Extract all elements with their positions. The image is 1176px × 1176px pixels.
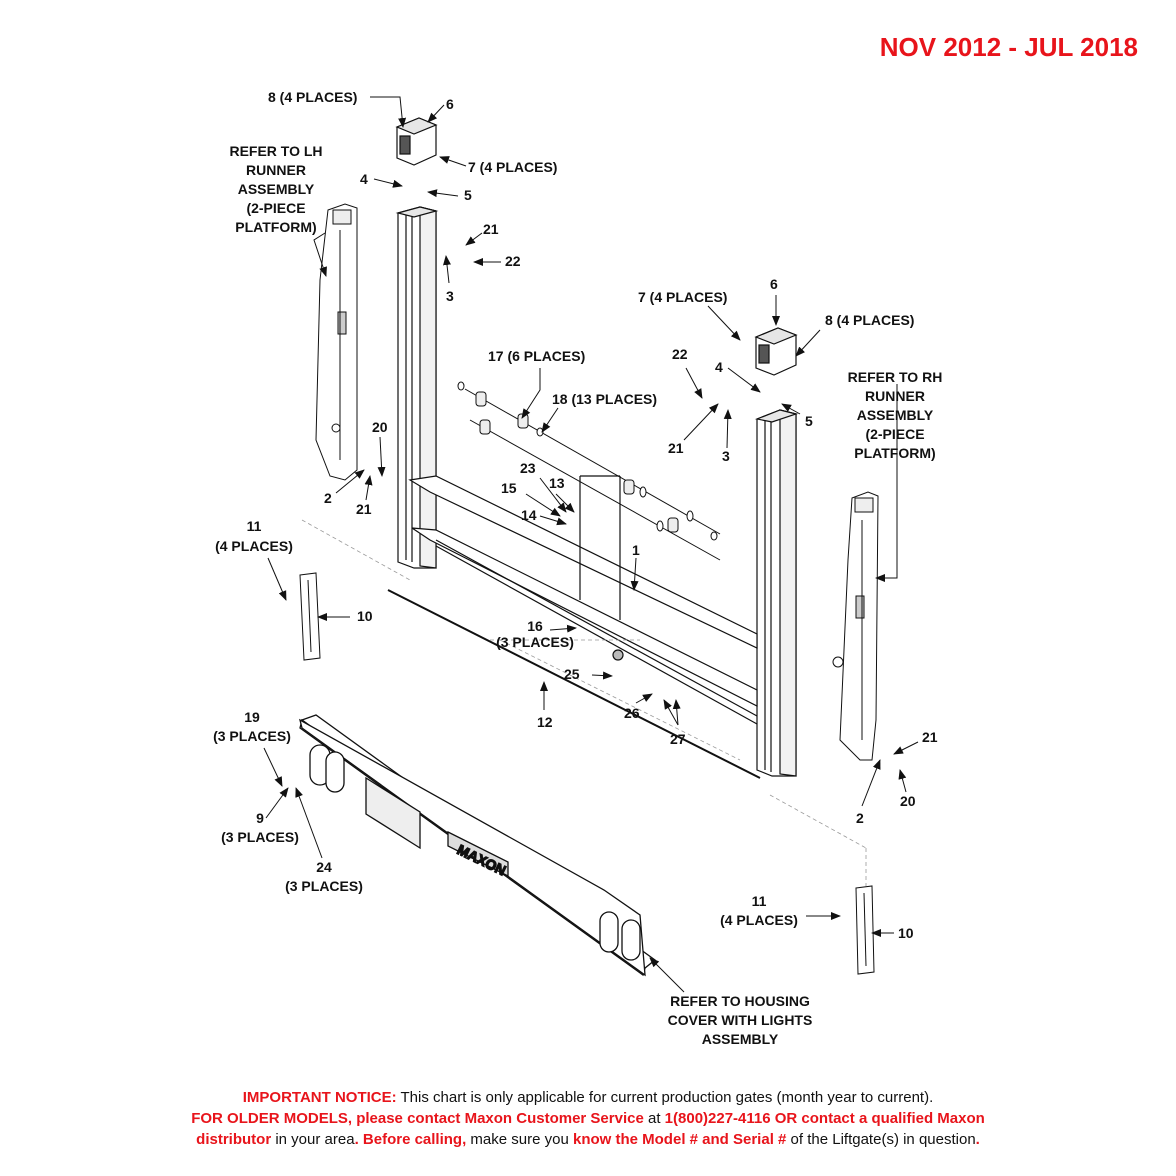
- top-cap-left: [395, 117, 438, 166]
- rh-runner-assembly: [832, 491, 879, 761]
- callout-12: 12: [537, 714, 553, 730]
- callout-19: 19 (3 PLACES): [213, 709, 291, 744]
- svg-text:REFER TO LH: REFER TO LH: [229, 143, 322, 159]
- svg-text:COVER WITH LIGHTS: COVER WITH LIGHTS: [668, 1012, 813, 1028]
- svg-text:ASSEMBLY: ASSEMBLY: [238, 181, 315, 197]
- svg-text:11: 11: [752, 893, 767, 909]
- right-upright-post: [754, 409, 799, 777]
- callout-5-top: 5: [464, 187, 472, 203]
- callout-20-bottom: 20: [900, 793, 916, 809]
- reference-lines: [301, 519, 867, 886]
- svg-text:24: 24: [316, 859, 332, 875]
- lh-runner-note: REFER TO LH RUNNER ASSEMBLY (2-PIECE PLA…: [229, 143, 322, 235]
- top-cap-right: [754, 327, 798, 376]
- date-range: NOV 2012 - JUL 2018: [879, 32, 1138, 62]
- callout-3-top: 3: [446, 288, 454, 304]
- callout-15: 15: [501, 480, 517, 496]
- callout-11-right: 11 (4 PLACES): [720, 893, 798, 928]
- notice-line-1: IMPORTANT NOTICE: This chart is only app…: [242, 1089, 934, 1106]
- housing-cover: MAXON: [299, 714, 657, 977]
- leader-lines: [263, 96, 919, 993]
- svg-text:REFER TO RH: REFER TO RH: [848, 369, 943, 385]
- callout-25: 25: [564, 666, 580, 682]
- callout-9: 9 (3 PLACES): [221, 810, 299, 845]
- callout-22-top: 22: [505, 253, 521, 269]
- callout-2-left: 2: [324, 490, 332, 506]
- svg-text:(4 PLACES): (4 PLACES): [720, 912, 798, 928]
- svg-text:(3 PLACES): (3 PLACES): [496, 634, 574, 650]
- svg-text:ASSEMBLY: ASSEMBLY: [857, 407, 934, 423]
- callout-17: 17 (6 PLACES): [488, 348, 585, 364]
- rh-runner-note: REFER TO RH RUNNER ASSEMBLY (2-PIECE PLA…: [848, 369, 943, 461]
- callout-18: 18 (13 PLACES): [552, 391, 657, 407]
- callout-21-bottom: 21: [922, 729, 938, 745]
- callout-21-top: 21: [483, 221, 499, 237]
- callout-3-right: 3: [722, 448, 730, 464]
- callout-27: 27: [670, 731, 686, 747]
- callout-10-right: 10: [898, 925, 914, 941]
- callout-8-right: 8 (4 PLACES): [825, 312, 914, 328]
- callout-10-left: 10: [357, 608, 373, 624]
- plate-right: [855, 885, 875, 975]
- svg-text:REFER TO HOUSING: REFER TO HOUSING: [670, 993, 810, 1009]
- svg-text:9: 9: [256, 810, 264, 826]
- callout-8-top: 8 (4 PLACES): [268, 89, 357, 105]
- callout-23: 23: [520, 460, 536, 476]
- svg-text:PLATFORM): PLATFORM): [235, 219, 316, 235]
- callout-11-left: 11 (4 PLACES): [215, 518, 293, 554]
- callout-16: 16 (3 PLACES): [496, 618, 574, 650]
- svg-text:PLATFORM): PLATFORM): [854, 445, 935, 461]
- callout-4-right: 4: [715, 359, 723, 375]
- callout-2-bottom: 2: [856, 810, 864, 826]
- callout-6-top: 6: [446, 96, 454, 112]
- callout-20-left: 20: [372, 419, 388, 435]
- pins-and-bushings: [457, 381, 721, 561]
- crossmember-frame: [408, 475, 758, 725]
- housing-note: REFER TO HOUSING COVER WITH LIGHTS ASSEM…: [668, 993, 813, 1047]
- svg-text:(3 PLACES): (3 PLACES): [285, 878, 363, 894]
- callout-6-right: 6: [770, 276, 778, 292]
- callout-5-right: 5: [805, 413, 813, 429]
- svg-text:(2-PIECE: (2-PIECE: [865, 426, 924, 442]
- svg-text:11: 11: [247, 518, 262, 534]
- plate-left: [299, 572, 321, 661]
- callout-4-top: 4: [360, 171, 368, 187]
- lh-runner-assembly: [315, 203, 358, 481]
- svg-text:(2-PIECE: (2-PIECE: [246, 200, 305, 216]
- callout-22-right: 22: [672, 346, 688, 362]
- callout-21-left: 21: [356, 501, 372, 517]
- callout-14: 14: [521, 507, 537, 523]
- callout-13: 13: [549, 475, 565, 491]
- callout-24: 24 (3 PLACES): [285, 859, 363, 894]
- callout-7-top: 7 (4 PLACES): [468, 159, 557, 175]
- callout-26: 26: [624, 705, 640, 721]
- long-rod: [387, 589, 761, 779]
- notice-line-3: distributor in your area. Before calling…: [196, 1131, 980, 1148]
- callout-21-right: 21: [668, 440, 684, 456]
- svg-text:19: 19: [244, 709, 260, 725]
- svg-text:ASSEMBLY: ASSEMBLY: [702, 1031, 779, 1047]
- svg-text:(3 PLACES): (3 PLACES): [213, 728, 291, 744]
- callout-7-right: 7 (4 PLACES): [638, 289, 727, 305]
- important-notice: IMPORTANT NOTICE: This chart is only app…: [0, 1087, 1176, 1150]
- svg-text:16: 16: [527, 618, 543, 634]
- left-upright-post: [395, 206, 439, 569]
- notice-line-2: FOR OLDER MODELS, please contact Maxon C…: [191, 1110, 985, 1127]
- svg-text:RUNNER: RUNNER: [246, 162, 306, 178]
- svg-text:(3 PLACES): (3 PLACES): [221, 829, 299, 845]
- svg-text:RUNNER: RUNNER: [865, 388, 925, 404]
- callout-1: 1: [632, 542, 640, 558]
- svg-text:(4 PLACES): (4 PLACES): [215, 538, 293, 554]
